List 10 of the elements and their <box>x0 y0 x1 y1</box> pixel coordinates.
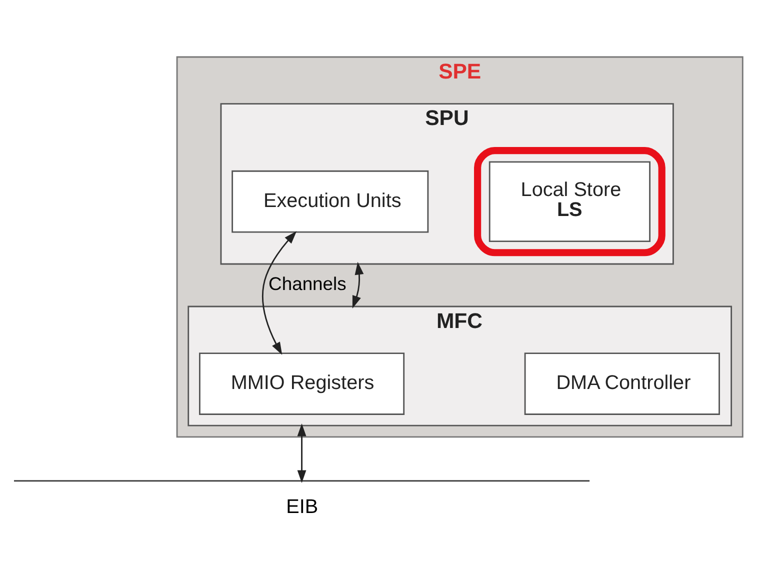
node-box: DMA Controller <box>524 352 720 415</box>
arrow <box>352 262 364 309</box>
arrow <box>262 231 297 355</box>
cluster <box>474 147 666 256</box>
node-box: Execution Units <box>232 170 429 233</box>
node-text: EIB <box>286 496 318 518</box>
edge-label: Channels <box>268 273 346 294</box>
arrow <box>297 423 306 483</box>
node-box: Local Store LS <box>488 161 651 242</box>
node-box: MMIO Registers <box>199 352 405 415</box>
